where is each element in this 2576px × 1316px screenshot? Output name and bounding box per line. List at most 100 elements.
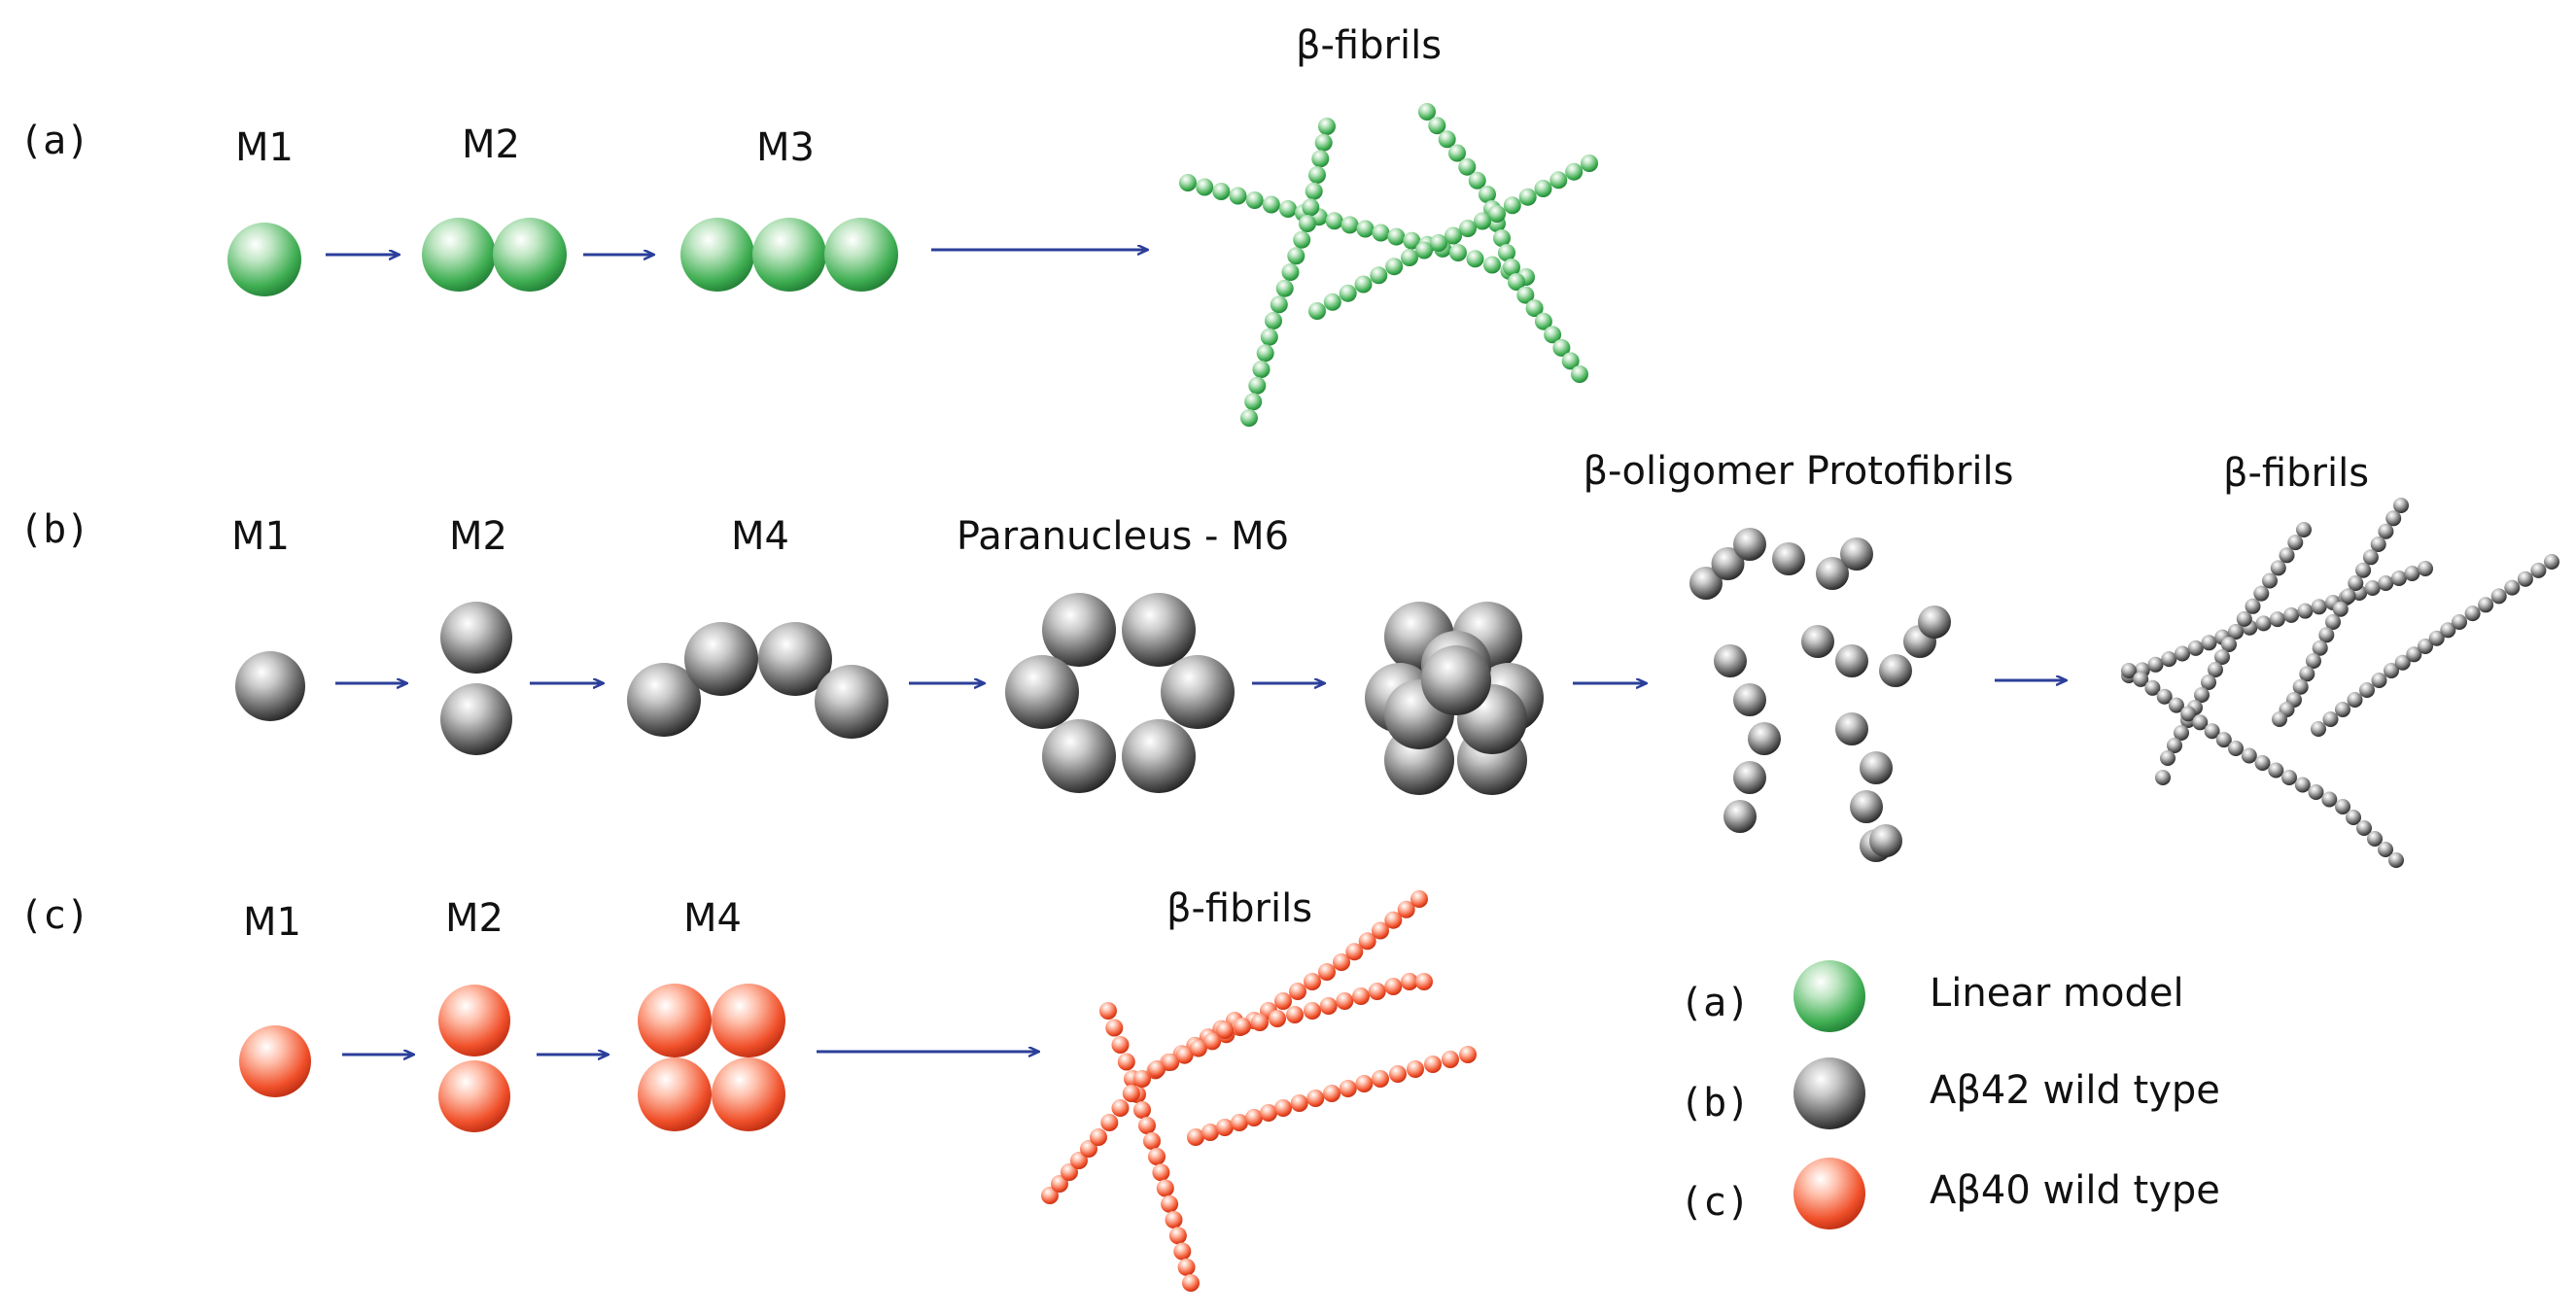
fibril-bead [2156,688,2173,705]
fibril-bead [1534,312,1552,330]
protofibril-bead [1879,654,1912,687]
fibril-bead [1318,118,1336,135]
fibril-bead [2490,588,2507,605]
fibril-bead [1401,973,1418,990]
fibril-bead [1565,162,1584,181]
fibril-bead [1418,103,1436,121]
legend-text-b: Aβ42 wild type [1930,1068,2220,1113]
fibril-bead [1274,1099,1292,1117]
fibril-bead [1289,983,1306,1000]
fibril-bead [1111,1099,1130,1117]
row-b-monomer-m1 [235,651,305,721]
fibril-bead [1355,1075,1374,1092]
row-c: (c) M1 M2 M4 β-fibrils [19,886,1477,1292]
fibril-bead [2428,630,2445,646]
fibril-bead [2201,675,2216,690]
fibril-bead [1041,1187,1059,1204]
fibril-bead [1385,258,1404,276]
fibril-bead [2254,755,2271,771]
fibril-bead [1304,973,1321,990]
fibril-bead [1372,224,1390,242]
row-a-dimer-m2 [422,218,567,292]
fibril-bead [2318,627,2335,643]
fibril-bead [2296,522,2312,537]
fibril-bead [1148,1060,1166,1078]
row-b-fibrils [2121,498,2559,868]
fibril-bead [1196,178,1214,196]
row-a-monomer-m1 [227,223,301,296]
fibril-bead [1262,195,1280,214]
fibril-bead [1561,352,1580,370]
protofibril-bead [1714,644,1747,677]
fibril-bead [1430,234,1447,252]
row-a: (a) M1 M2 M3 β-fibrils [19,23,1598,427]
fibril-bead [1304,1002,1321,1020]
fibril-bead [2272,711,2287,727]
row-c-m4-label: M4 [683,896,742,941]
fibril-bead [2308,784,2324,800]
fibril-bead [2255,615,2272,632]
fibril-bead [1070,1152,1088,1169]
fibril-bead [1216,1119,1234,1136]
fibril-bead [1571,365,1588,383]
fibril-bead [1122,1085,1140,1102]
protofibril-bead [1835,712,1868,745]
fibril-bead [1152,1163,1170,1182]
fibril-bead [1339,284,1357,302]
fibril-bead [1189,1039,1207,1057]
row-a-m3-label: M3 [756,125,815,170]
fibril-bead [1240,409,1258,427]
legend-tag-c: (c) [1680,1180,1750,1225]
row-c-fibrils-label: β-fibrils [1166,886,1312,931]
fibril-bead [2504,579,2521,596]
fibril-bead [1279,200,1297,218]
fibril-bead [2335,799,2350,814]
fibril-bead [1311,150,1330,168]
fibril-bead [2378,842,2393,857]
fibril-bead [1449,244,1467,261]
fibril-bead [2241,747,2257,764]
fibril-bead [1368,983,1386,1000]
fibril-bead [1319,997,1338,1015]
fibril-bead [1358,932,1376,951]
fibril-bead [1260,328,1278,346]
fibril-bead [1407,1060,1424,1078]
fibril-bead [1323,1085,1340,1102]
fibril-bead [1290,1094,1308,1112]
fibril-bead [1051,1175,1068,1193]
fibril-bead [1340,216,1359,234]
fibril-bead [2440,622,2456,639]
protofibril-bead [1733,761,1766,794]
fibril-bead [2340,588,2356,605]
fibril-bead [1187,1128,1204,1146]
fibril-bead [1293,230,1311,249]
fibril-bead [1534,180,1552,197]
fibril-bead [2245,598,2261,614]
fibril-bead [1308,166,1326,184]
fibril-bead [1173,1242,1192,1261]
row-b-m1-label: M1 [231,514,290,559]
fibril-bead [1168,1227,1187,1245]
fibril-bead [1345,943,1364,961]
fibril-bead [1415,973,1433,990]
fibril-bead [1265,312,1282,329]
protofibril-bead [1733,528,1766,561]
row-b: (b) M1 M2 M4 Paranucleus - M6 β-oligomer… [19,449,2559,868]
fibril-bead [2299,666,2315,682]
fibril-bead [1252,361,1271,378]
fibril-bead [1372,921,1389,940]
fibril-bead [1498,244,1515,261]
fibril-bead [2325,614,2341,630]
fibril-bead [1306,1090,1325,1107]
legend-text-a: Linear model [1930,971,2184,1016]
fibril-bead [1314,133,1333,152]
fibril-bead [2215,732,2232,748]
fibril-bead [2530,562,2547,578]
fibril-bead [1466,250,1484,268]
fibril-bead [1384,978,1403,995]
fibril-bead [2204,723,2220,740]
fibril-bead [2133,671,2149,687]
fibril-bead [1231,1114,1248,1131]
fibril-bead [1105,1019,1124,1037]
fibril-bead [1251,1014,1269,1031]
